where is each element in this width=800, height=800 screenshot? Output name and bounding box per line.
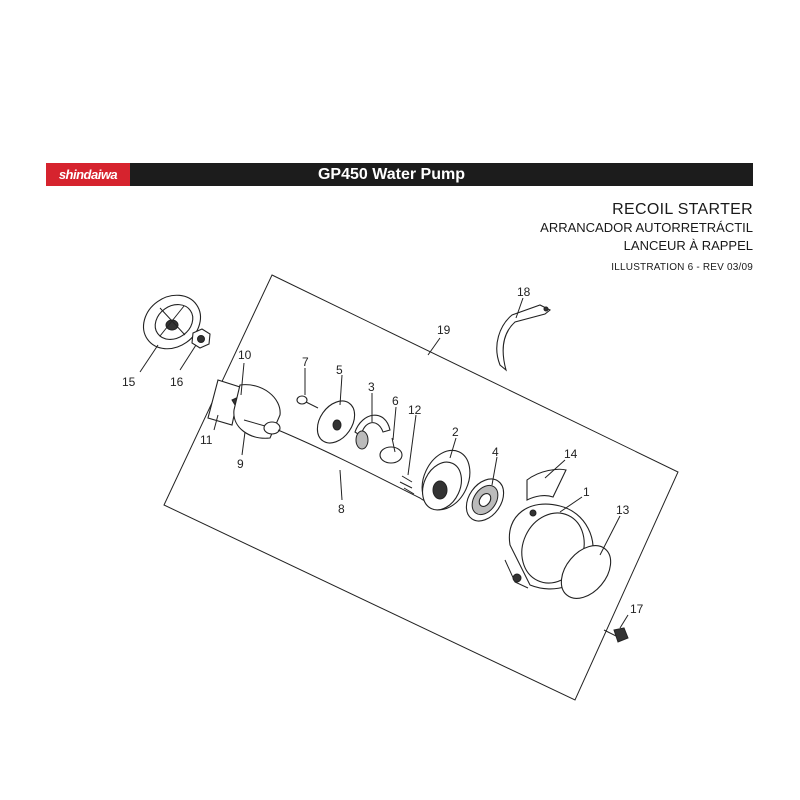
callout-12: 12 [408, 403, 422, 417]
part-13-cover [560, 545, 612, 599]
callout-8: 8 [338, 502, 345, 516]
title-english: RECOIL STARTER [612, 201, 753, 218]
part-3-ratchet-arc [354, 414, 391, 450]
callout-13: 13 [616, 503, 630, 517]
callout-5: 5 [336, 363, 343, 377]
callout-11: 11 [200, 433, 213, 447]
callout-6: 6 [392, 394, 399, 408]
part-12-spring [399, 475, 415, 495]
callout-15: 15 [122, 375, 136, 389]
part-5-disc [316, 400, 356, 444]
callout-19: 19 [437, 323, 451, 337]
part-11-plate [207, 379, 241, 426]
leader-lines [139, 297, 629, 629]
callout-1: 1 [583, 485, 590, 499]
part-9-handle [233, 384, 281, 439]
callout-17: 17 [630, 602, 644, 616]
part-15-pulley [142, 294, 202, 350]
brand-logo: shindaiwa [46, 163, 130, 186]
part-2-reel [421, 449, 471, 511]
part-16-nut [191, 328, 211, 349]
callout-4: 4 [492, 445, 499, 459]
callout-14: 14 [564, 447, 578, 461]
part-17-bolt [603, 627, 629, 643]
part-7-screw [296, 395, 319, 409]
part-6-clip [379, 437, 403, 464]
brand-name: shindaiwa [58, 167, 118, 182]
part-14-label [526, 468, 567, 501]
header-bar [46, 163, 753, 186]
callout-16: 16 [170, 375, 184, 389]
assembly-outline [163, 274, 679, 701]
part-4-recoil-spring [465, 478, 505, 522]
callout-18: 18 [517, 285, 531, 299]
callout-7: 7 [302, 355, 309, 369]
title-block: RECOIL STARTER ARRANCADOR AUTORRETRÁCTIL… [540, 200, 753, 275]
callout-10: 10 [238, 348, 252, 362]
callout-3: 3 [368, 380, 375, 394]
product-title: GP450 Water Pump [317, 166, 465, 183]
callout-9: 9 [237, 457, 244, 471]
part-18-bracket [496, 304, 552, 372]
illustration-revision: ILLUSTRATION 6 - REV 03/09 [611, 262, 753, 273]
callout-2: 2 [452, 425, 459, 439]
title-french: LANCEUR À RAPPEL [623, 238, 753, 253]
title-spanish: ARRANCADOR AUTORRETRÁCTIL [540, 220, 753, 235]
